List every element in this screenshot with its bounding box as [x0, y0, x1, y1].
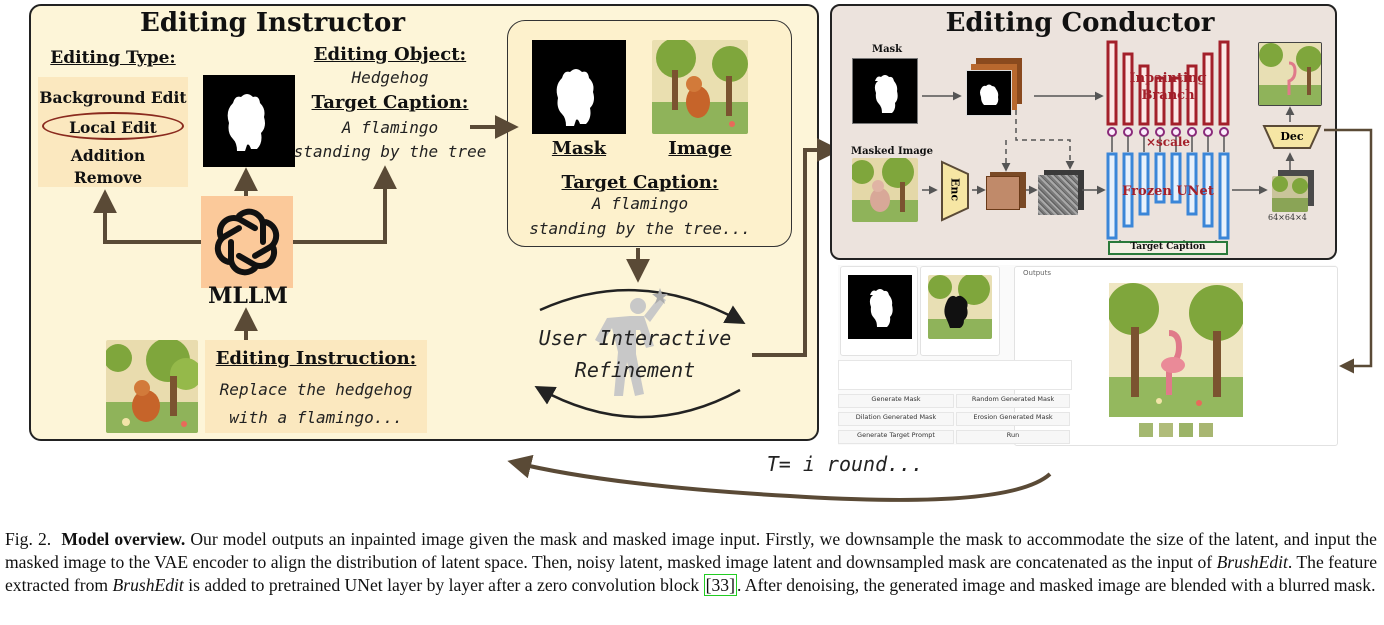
target-caption-line-1: A flamingo — [341, 118, 439, 137]
editing-instruction-box — [205, 340, 427, 433]
masked-image — [852, 158, 918, 222]
erosion-mask-button[interactable]: Erosion Generated Mask — [956, 412, 1070, 426]
target-caption-line-2: standing by the tree — [293, 142, 487, 161]
inpainting-branch-label: Inpainting Branch — [1118, 70, 1218, 104]
outputs-tab[interactable]: Outputs — [1023, 269, 1051, 277]
generate-mask-button[interactable]: Generate Mask — [838, 394, 954, 408]
decoded-output-image — [1258, 42, 1322, 106]
conductor-arrows — [922, 91, 1373, 374]
refinement-loop-graphic — [534, 288, 746, 419]
editing-object-value: Hedgehog — [351, 68, 429, 87]
masked-latent — [986, 176, 1020, 210]
caption-text-4: . After denoising, the generated image a… — [736, 575, 1376, 595]
editing-type-label: Editing Type: — [50, 48, 176, 68]
inpainting-branch-line-2: Branch — [1141, 88, 1195, 103]
masked-image-label: Masked Image — [851, 146, 934, 157]
output-latent — [1272, 176, 1308, 212]
output-caption-label: Target Caption: — [561, 172, 719, 193]
figure-caption: Fig. 2. Model overview. Our model output… — [5, 528, 1377, 597]
dilation-mask-button[interactable]: Dilation Generated Mask — [838, 412, 954, 426]
refinement-line-2: Refinement — [574, 358, 696, 382]
editing-instruction-label: Editing Instruction: — [215, 348, 417, 369]
openai-logo-icon — [214, 208, 280, 276]
latent-size-label: 64×64×4 — [1268, 213, 1307, 222]
caption-reference-link[interactable]: [33] — [703, 574, 737, 596]
hedgehog-silhouette — [874, 75, 898, 113]
editing-instruction-line-2: with a flamingo... — [229, 408, 403, 427]
round-loop-arrow — [507, 454, 1052, 502]
ui-thumb-1[interactable] — [1139, 423, 1153, 437]
ui-thumb-4[interactable] — [1199, 423, 1213, 437]
editing-type-addition: Addition — [70, 146, 146, 165]
encoder-block — [941, 160, 969, 222]
caption-fig: Fig. 2. — [5, 529, 52, 549]
conductor-mask — [852, 58, 918, 124]
target-caption-label: Target Caption: — [311, 92, 469, 113]
caption-text-3: is added to pretrained UNet layer by lay… — [183, 575, 704, 595]
caption-text-2: . The feature extracted from — [5, 552, 1378, 595]
refinement-line-1: User Interactive — [538, 326, 732, 350]
editing-type-background: Background Edit — [39, 88, 187, 107]
caption-heading: Model overview. — [61, 529, 186, 549]
random-mask-button[interactable]: Random Generated Mask — [956, 394, 1070, 408]
frozen-unet-label: Frozen UNet — [1122, 184, 1214, 199]
loop-label: T= i round... — [766, 452, 924, 476]
ui-thumb-3[interactable] — [1179, 423, 1193, 437]
decoder-block — [1262, 125, 1322, 149]
output-caption-line-2: standing by the tree... — [529, 219, 751, 238]
scale-label: ×scale — [1145, 135, 1191, 149]
hedgehog-silhouette — [227, 94, 265, 151]
noise-latent — [1038, 175, 1078, 215]
ui-output-image — [1107, 283, 1245, 417]
person-figure-icon — [595, 296, 666, 396]
ui-prompt-box[interactable] — [838, 360, 1072, 390]
output-image-label: Image — [668, 138, 732, 159]
unet-structure — [1106, 40, 1230, 250]
ui-masked-image[interactable] — [928, 275, 992, 339]
editing-type-local: Local Edit — [69, 118, 157, 137]
output-caption-line-1: A flamingo — [591, 194, 689, 213]
caption-name-2: BrushEdit — [112, 575, 184, 595]
downsampled-mask — [966, 70, 1012, 116]
caption-name-1: BrushEdit — [1216, 552, 1288, 572]
ui-masked-panel — [920, 266, 1000, 356]
conductor-mask-label: Mask — [872, 44, 903, 55]
input-image — [106, 340, 198, 433]
editing-conductor-title: Editing Conductor — [945, 8, 1215, 38]
local-edit-highlight — [42, 112, 184, 140]
generate-prompt-button[interactable]: Generate Target Prompt — [838, 430, 954, 444]
sparkle-icon — [652, 288, 668, 304]
hedgehog-silhouette — [556, 69, 594, 126]
instructor-arrows — [93, 115, 830, 357]
ui-mask-canvas[interactable] — [848, 275, 912, 339]
caption-text-1: Our model outputs an inpainted image giv… — [5, 529, 1377, 572]
target-caption-block: Target Caption — [1108, 241, 1228, 255]
ui-mask-panel — [840, 266, 918, 356]
hedgehog-silhouette — [980, 84, 999, 105]
run-button[interactable]: Run — [956, 430, 1070, 444]
output-image — [652, 40, 748, 134]
output-mask-label: Mask — [551, 138, 607, 159]
mllm-label: MLLM — [208, 283, 288, 309]
ui-thumb-2[interactable] — [1159, 423, 1173, 437]
editing-type-remove: Remove — [73, 168, 143, 187]
output-mask — [532, 40, 626, 134]
editing-instructor-title: Editing Instructor — [140, 8, 406, 38]
mask-thumbnail — [203, 75, 295, 167]
editing-object-label: Editing Object: — [313, 44, 467, 65]
inpainting-branch-line-1: Inpainting — [1129, 71, 1207, 86]
hedgehog-silhouette — [869, 289, 893, 327]
editing-instruction-line-1: Replace the hedgehog — [219, 380, 413, 399]
mllm-box — [201, 196, 293, 288]
decoder-label: Dec — [1280, 130, 1304, 143]
